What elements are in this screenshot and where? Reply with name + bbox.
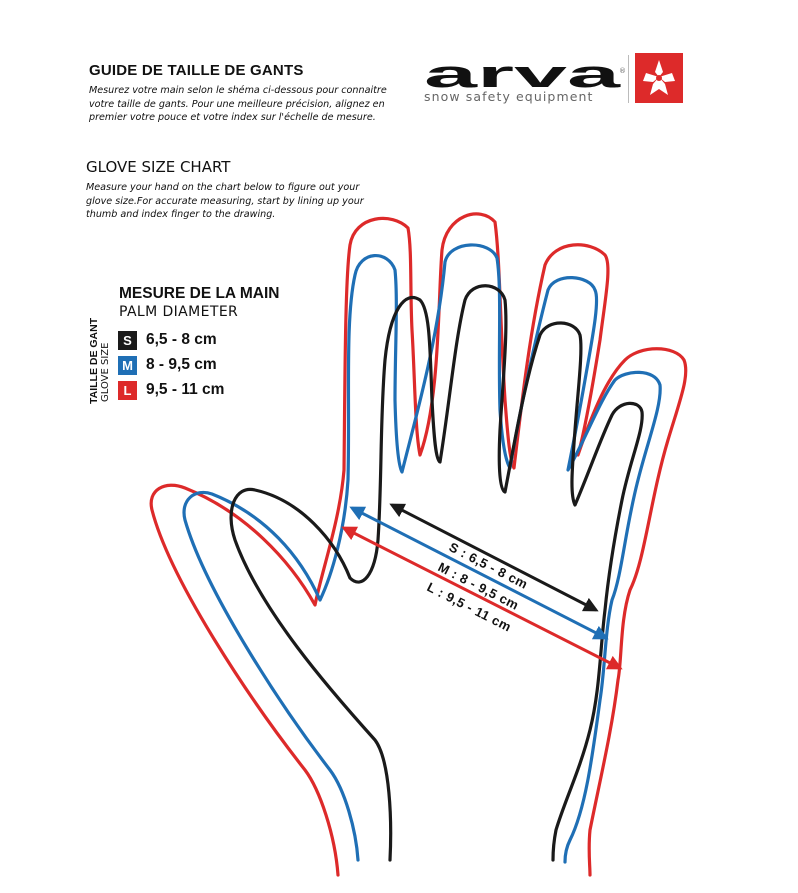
size-range-l: 9,5 - 11 cm: [146, 381, 225, 398]
size-badge-m: M: [118, 355, 137, 375]
size-range-s: 6,5 - 8 cm: [146, 331, 217, 348]
english-title: GLOVE SIZE CHART: [86, 158, 231, 176]
size-row-m: M 8 - 9,5 cm: [118, 355, 217, 375]
arva-flower-icon: [635, 53, 683, 103]
logo-tagline: snow safety equipment: [424, 89, 594, 104]
arva-logo-wordmark: arva: [424, 60, 622, 92]
size-row-l: L 9,5 - 11 cm: [118, 380, 224, 400]
logo-divider: [628, 55, 629, 103]
logo-brand: arva: [424, 60, 622, 92]
size-row-s: S 6,5 - 8 cm: [118, 330, 217, 350]
size-range-m: 8 - 9,5 cm: [146, 356, 217, 373]
measure-arrow-l: [341, 526, 623, 670]
size-badge-l: L: [118, 380, 137, 400]
logo-registered: ®: [619, 67, 626, 75]
french-instructions: Mesurez votre main selon le shéma ci-des…: [89, 85, 387, 123]
measure-title: MESURE DE LA MAIN: [119, 285, 280, 302]
hand-outline-s: [229, 284, 644, 862]
french-title: GUIDE DE TAILLE DE GANTS: [89, 62, 304, 79]
hand-outline-l: [149, 212, 688, 877]
english-instructions: Measure your hand on the chart below to …: [86, 182, 364, 220]
size-badge-s: S: [118, 330, 137, 350]
measure-subtitle: PALM DIAMETER: [119, 304, 239, 320]
hand-outline-m: [182, 243, 662, 864]
